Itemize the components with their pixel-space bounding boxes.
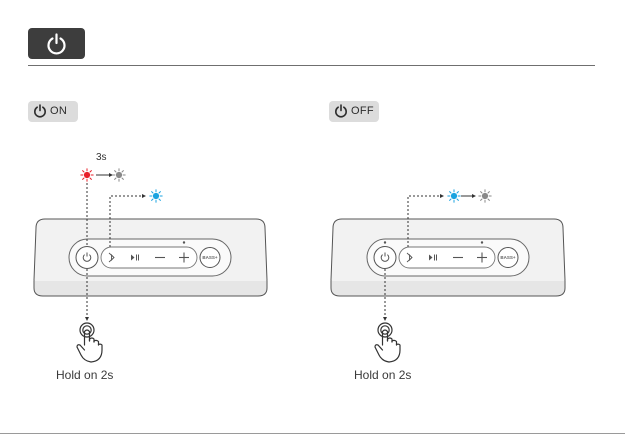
led-gray-icon xyxy=(479,190,491,202)
hand-press-icon xyxy=(375,323,400,362)
hold-label-left: Hold on 2s xyxy=(56,368,113,382)
bass-label: BASS+ xyxy=(202,255,218,260)
indicator-dot xyxy=(183,241,185,243)
led-blue-icon xyxy=(448,190,460,202)
bottom-divider xyxy=(0,433,625,434)
power-button[interactable] xyxy=(374,247,396,269)
power-button[interactable] xyxy=(76,247,98,269)
led-red-icon xyxy=(81,169,93,181)
hold-label-right: Hold on 2s xyxy=(354,368,411,382)
led-gray-icon xyxy=(113,169,125,181)
hand-press-icon xyxy=(77,323,102,362)
led-blue-icon xyxy=(150,190,162,202)
indicator-dot xyxy=(481,241,483,243)
speaker-left: BASS+ xyxy=(34,219,267,296)
speaker-right: BASS+ xyxy=(331,219,565,296)
indicator-dot xyxy=(384,241,386,243)
bass-label: BASS+ xyxy=(500,255,516,260)
